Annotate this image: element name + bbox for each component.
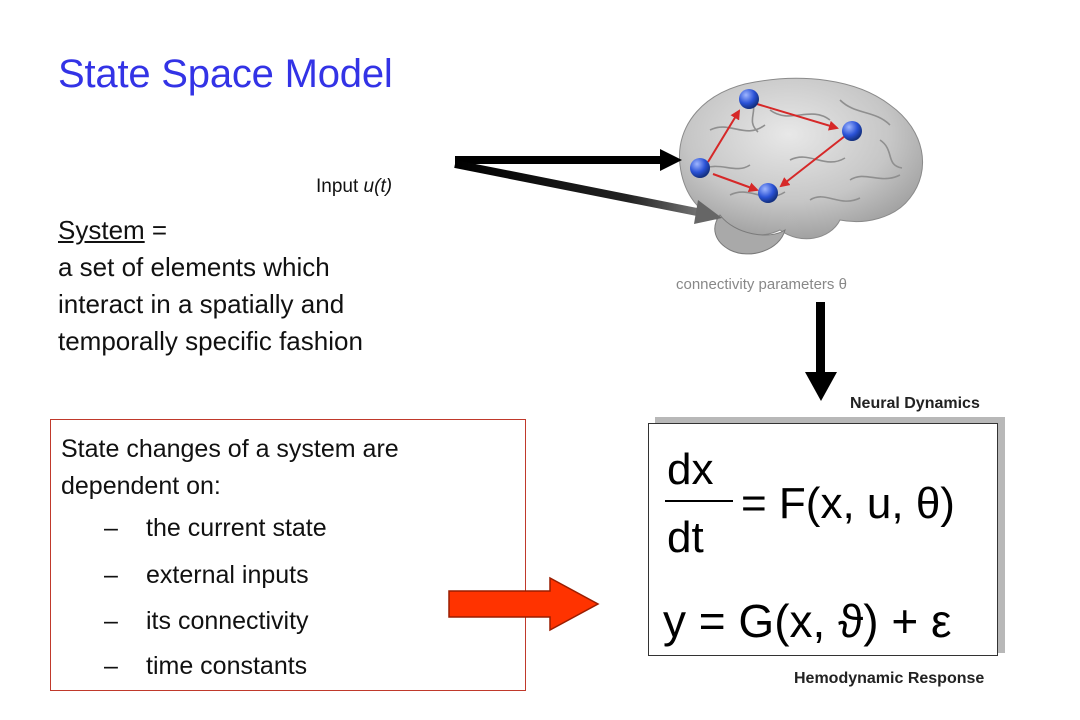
equations: dx dt = F(x, u, θ) y = G(x, ϑ) + ε	[663, 445, 955, 647]
system-line: interact in a spatially and	[58, 289, 345, 319]
brain-illustration	[678, 77, 924, 255]
brain-shape	[678, 77, 924, 255]
system-definition: System = a set of elements which interac…	[58, 212, 363, 360]
state-changes-box	[50, 419, 526, 691]
input-arrows	[454, 149, 722, 224]
hemodynamic-response-label: Hemodynamic Response	[794, 670, 985, 687]
state-changes-intro: State changes of a system are dependent …	[61, 435, 399, 500]
bullet-item: –time constants	[104, 652, 308, 680]
equations-box: dx dt = F(x, u, θ) y = G(x, ϑ) + ε	[648, 423, 998, 656]
neural-dynamics-label: Neural Dynamics	[850, 395, 980, 412]
arrow-down-icon	[805, 302, 837, 401]
arrow-right-icon	[454, 160, 722, 224]
arrow-right-icon	[455, 149, 682, 171]
bullet-item: –external inputs	[104, 561, 309, 589]
system-line: temporally specific fashion	[58, 326, 363, 356]
eq-hemodynamic: y = G(x, ϑ) + ε	[663, 595, 952, 647]
connection-arrows	[707, 103, 846, 192]
connectivity-label: connectivity parameters θ	[676, 276, 847, 293]
network-node	[690, 158, 710, 178]
eq-neural-rhs: = F(x, u, θ)	[741, 479, 955, 528]
eq-numerator: dx	[667, 445, 713, 494]
input-label: Input u(t)	[316, 176, 393, 197]
bullet-item: –the current state	[104, 514, 327, 542]
system-term: System	[58, 215, 145, 245]
page-title: State Space Model	[58, 52, 393, 96]
network-node	[739, 89, 759, 109]
eq-denominator: dt	[667, 513, 704, 562]
network-node	[842, 121, 862, 141]
network-node	[758, 183, 778, 203]
system-line: a set of elements which	[58, 252, 330, 282]
arrow-right-icon	[448, 576, 600, 632]
bullet-item: –its connectivity	[104, 607, 309, 635]
